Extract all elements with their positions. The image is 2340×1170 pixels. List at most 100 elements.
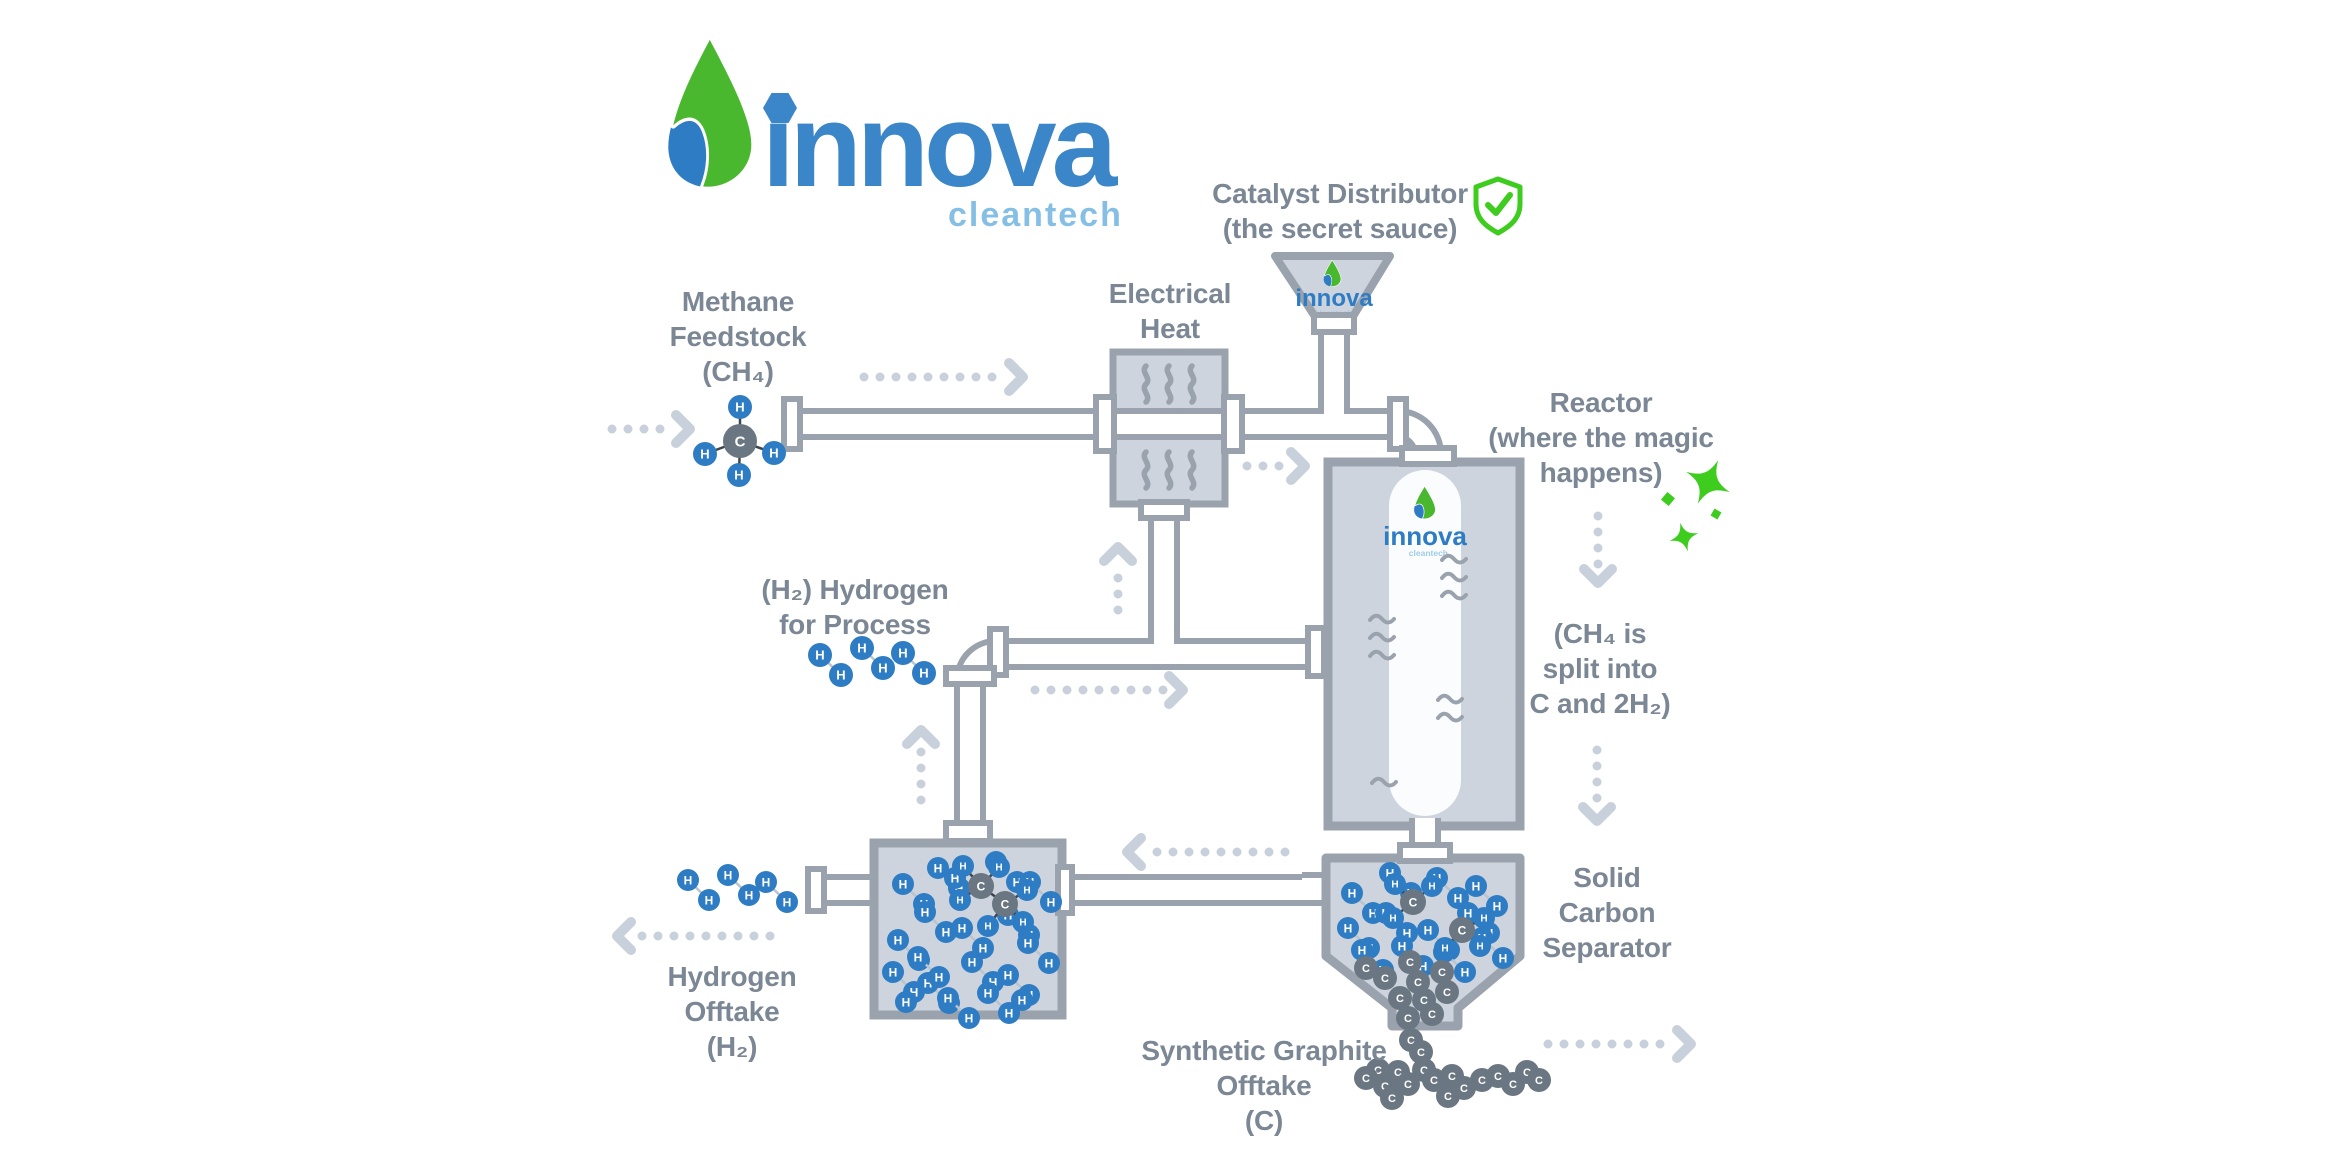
h-atom [698,889,720,911]
c-atom-label: C [1394,1067,1402,1079]
h-atom [1454,961,1476,983]
h-atom-label: H [1358,943,1367,957]
h-atom-label: H [1023,886,1030,897]
h-atom [738,884,760,906]
h-atom [776,891,798,913]
h-atom [1341,882,1363,904]
h-atom-label: H [745,888,754,902]
dotted-flow-arrow [1543,1025,1696,1063]
c-atom [1396,1006,1420,1030]
h-atom-label: H [935,970,944,984]
dotted-flow-arrow [1099,542,1137,615]
electrical-heat-label: Electrical Heat [1108,278,1232,344]
h-atom [892,873,914,895]
h-atom-label: H [902,995,911,1009]
c-atom-label: C [1494,1071,1502,1083]
h-atom-label: H [1461,965,1470,979]
h-atom [1012,911,1034,933]
c-atom-label: C [1438,967,1446,979]
h-atom [1016,879,1038,901]
methane-feedstock-label: Methane Feedstock (CH₄) [669,286,807,387]
funnel-brand-label: innova [1295,285,1373,312]
c-atom-label: C [1374,1065,1382,1077]
carbon-separator [1321,842,1525,1031]
arrow-head [1579,564,1617,588]
h-atom [1382,907,1404,929]
c-atom [1373,966,1397,990]
h-atom-label: H [1398,939,1407,953]
h-atom-label: H [1391,880,1398,891]
h-atom-label: H [956,896,963,907]
c-atom-label: C [1523,1067,1531,1079]
h-atom-label: H [921,905,930,919]
h-atom-label: H [684,873,693,887]
c-atom [1380,1086,1404,1110]
h-atom-label: H [979,941,988,955]
h-atom [977,915,999,937]
c-atom-label: C [1001,897,1010,911]
reactor-top-flange [1399,445,1457,467]
c-atom [1436,1084,1460,1108]
h-atom-label: H [958,921,967,935]
h-atom-label: H [762,875,771,889]
h-atom-label: H [959,862,966,873]
h-atom-label: H [889,965,898,979]
c-atom [1409,1040,1433,1064]
h-atom-label: H [1348,886,1357,900]
c-atom-label: C [1509,1079,1517,1091]
dotted-flow-arrow [1579,511,1617,588]
c-atom-label: C [1381,1081,1389,1093]
h-atom [927,857,949,879]
c-atom-label: C [1406,957,1414,969]
c-atom [1449,917,1475,943]
h-atom-label: H [898,646,907,661]
h-atom-label: H [1424,923,1433,937]
carbon-separator-inlet-flange [1397,842,1453,864]
h-atom-label: H [836,668,845,683]
c-atom-label: C [1381,973,1389,985]
c-atom-label: C [1478,1075,1486,1087]
reactor-vessel: innova cleantech [1323,457,1525,831]
h-atom [952,855,974,877]
c-atom-label: C [1362,1073,1370,1085]
reaction-note-label: (CH₄ is split into C and 2H₂) [1529,618,1671,719]
h-atom-label: H [857,641,866,656]
c-atom-label: C [1417,1047,1425,1059]
synthetic-graphite-offtake-label: Synthetic Graphite Offtake (C) [1141,1035,1387,1136]
h-atom-label: H [951,871,960,885]
c-atom [1435,980,1459,1004]
c-atom-label: C [1407,1035,1415,1047]
h-atom [977,982,999,1004]
h-atom-label: H [1493,899,1502,913]
h-atom-label: H [919,666,928,681]
h-atom [907,946,929,968]
h-atom [1417,919,1439,941]
h-atom-label: H [934,861,943,875]
dotted-flow-arrow [1122,833,1290,871]
h-atom-label: H [894,933,903,947]
c-atom [1422,1068,1446,1092]
arrow-head [1672,1025,1696,1063]
h-atom-label: H [1047,895,1056,909]
h-atom-label: H [1369,906,1378,920]
arrow-head [1286,447,1310,485]
c-atom [723,424,757,458]
h-atom [949,889,971,911]
h-atom-label: H [1386,866,1395,880]
h-atom [937,987,959,1009]
h-atom [1434,937,1456,959]
h-atom [1337,917,1359,939]
logo-hexagon-dot [763,93,797,123]
h-atom-label: H [1476,942,1483,953]
c-atom-label: C [1404,1013,1412,1025]
h-atom [808,643,832,667]
h-atom-label: H [968,955,977,969]
hydrogen-for-process-label: (H₂) Hydrogen for Process [761,574,949,640]
h-atom [951,917,973,939]
h-atom [914,901,936,923]
h-atom [1011,989,1033,1011]
h-atom-label: H [989,975,998,989]
